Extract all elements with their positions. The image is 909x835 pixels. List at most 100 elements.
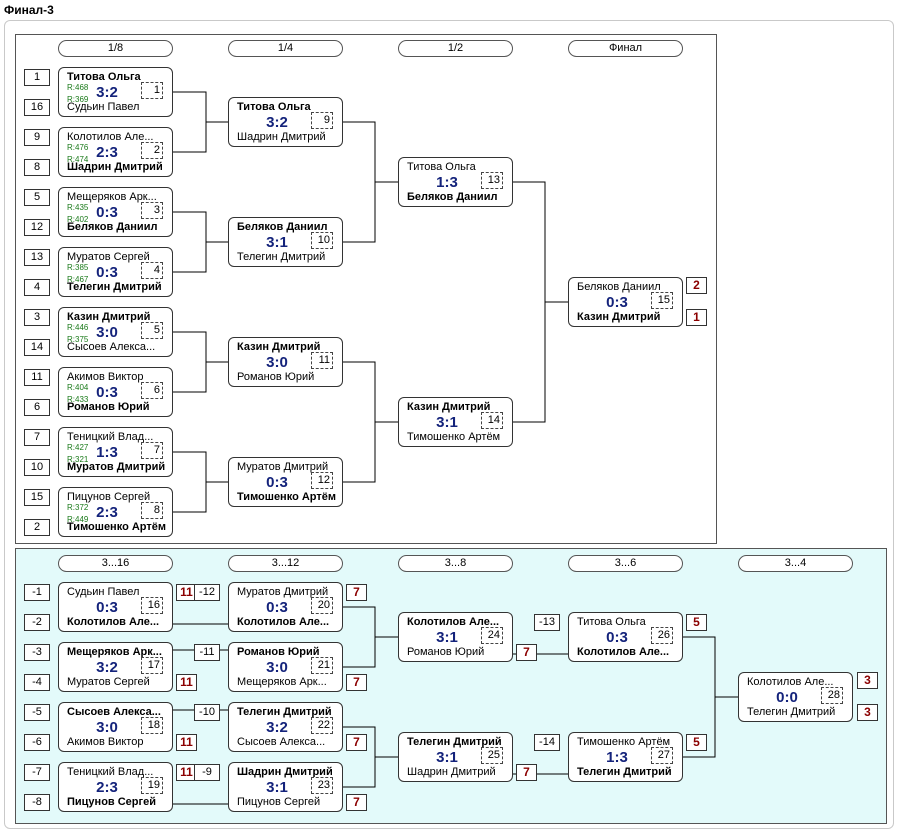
- player-top: Титова Ольга: [67, 71, 141, 83]
- match-number: 16: [141, 597, 163, 614]
- seed-label: -9: [194, 764, 220, 781]
- player-top: Шадрин Дмитрий: [237, 766, 333, 778]
- seed-label: -11: [194, 644, 220, 661]
- player-bottom: Шадрин Дмитрий: [67, 161, 163, 173]
- seed-label: 5: [24, 189, 50, 206]
- match-number: 7: [141, 442, 163, 459]
- round-header: 3...16: [58, 555, 173, 572]
- match-number: 13: [481, 172, 503, 189]
- place-badge: 7: [346, 794, 367, 811]
- match-number: 5: [141, 322, 163, 339]
- seed-label: -6: [24, 734, 50, 751]
- match-score: 3:0: [266, 659, 288, 676]
- player-bottom: Телегин Дмитрий: [577, 766, 672, 778]
- seed-label: -12: [194, 584, 220, 601]
- rating-top: R:427: [67, 443, 89, 452]
- player-top: Казин Дмитрий: [407, 401, 491, 413]
- player-bottom: Тимошенко Артём: [407, 431, 501, 443]
- match-number: 8: [141, 502, 163, 519]
- player-bottom: Тимошенко Артём: [67, 521, 166, 533]
- place-badge: 7: [346, 734, 367, 751]
- match-score: 0:3: [96, 204, 118, 221]
- round-header: 3...4: [738, 555, 853, 572]
- player-bottom: Телегин Дмитрий: [747, 706, 836, 718]
- player-bottom: Шадрин Дмитрий: [237, 131, 326, 143]
- player-bottom: Колотилов Але...: [577, 646, 670, 658]
- round-header: 1/8: [58, 40, 173, 57]
- place-badge: 3: [857, 672, 878, 689]
- match-score: 1:3: [96, 444, 118, 461]
- match-number: 3: [141, 202, 163, 219]
- rating-top: R:468: [67, 83, 89, 92]
- match-score: 1:3: [606, 749, 628, 766]
- match-score: 3:0: [96, 324, 118, 341]
- place-badge: 7: [346, 674, 367, 691]
- rating-bottom: R:402: [67, 215, 89, 224]
- player-bottom: Тимошенко Артём: [237, 491, 336, 503]
- seed-label: 9: [24, 129, 50, 146]
- seed-label: -1: [24, 584, 50, 601]
- seed-label: 6: [24, 399, 50, 416]
- place-badge: 11: [176, 674, 197, 691]
- player-top: Титова Ольга: [577, 616, 646, 628]
- match-score: 3:1: [266, 234, 288, 251]
- match-number: 26: [651, 627, 673, 644]
- player-bottom: Телегин Дмитрий: [67, 281, 162, 293]
- player-top: Акимов Виктор: [67, 371, 144, 383]
- match-score: 1:3: [436, 174, 458, 191]
- player-top: Муратов Сергей: [67, 251, 150, 263]
- round-header: 3...12: [228, 555, 343, 572]
- seed-label: -13: [534, 614, 560, 631]
- player-top: Титова Ольга: [237, 101, 311, 113]
- match-number: 12: [311, 472, 333, 489]
- match-number: 15: [651, 292, 673, 309]
- match-score: 3:1: [436, 749, 458, 766]
- player-top: Пицунов Сергей: [67, 491, 151, 503]
- seed-label: 3: [24, 309, 50, 326]
- player-bottom: Романов Юрий: [67, 401, 150, 413]
- player-bottom: Беляков Даниил: [67, 221, 158, 233]
- match-number: 10: [311, 232, 333, 249]
- player-top: Беляков Даниил: [577, 281, 661, 293]
- seed-label: -5: [24, 704, 50, 721]
- rating-bottom: R:449: [67, 515, 89, 524]
- match-score: 3:1: [266, 779, 288, 796]
- player-bottom: Пицунов Сергей: [237, 796, 321, 808]
- match-number: 18: [141, 717, 163, 734]
- match-score: 2:3: [96, 504, 118, 521]
- seed-label: 4: [24, 279, 50, 296]
- match-number: 4: [141, 262, 163, 279]
- player-top: Муратов Дмитрий: [237, 461, 329, 473]
- place-badge: 5: [686, 614, 707, 631]
- match-number: 1: [141, 82, 163, 99]
- seed-label: 14: [24, 339, 50, 356]
